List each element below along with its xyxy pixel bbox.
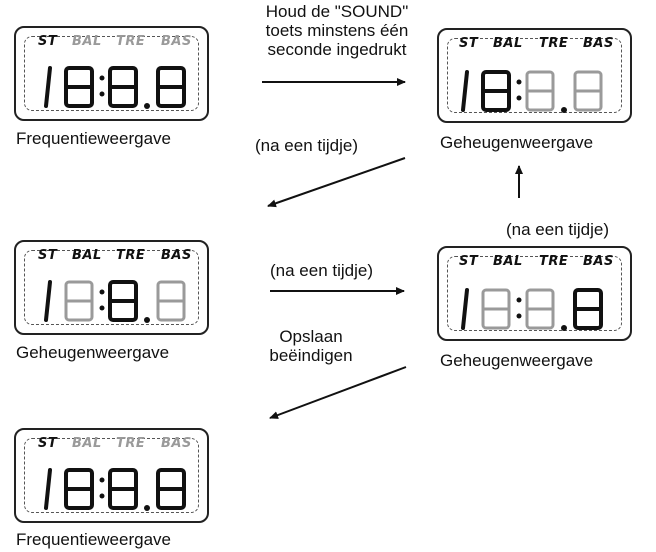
indicator-bas: BAS (161, 248, 192, 263)
caption-memory-display-top: Geheugenweergave (440, 133, 594, 152)
note-hold-sound-line3: seconde ingedrukt (267, 40, 407, 59)
caption-memory-display-left: Geheugenweergave (16, 343, 170, 362)
note-store-end-line1: Opslaan (279, 327, 343, 346)
lcd-inner-border (447, 38, 622, 113)
note-hold-sound-line1: Houd de "SOUND" (265, 2, 409, 21)
indicator-bas: BAS (583, 254, 614, 269)
lcd-inner-border (24, 250, 199, 325)
indicator-st: ST (459, 36, 479, 51)
arrow-store-end (269, 366, 407, 419)
note-after-while-right: (na een tijdje) (506, 220, 610, 239)
indicator-bas: BAS (161, 34, 192, 49)
lcd-display-memory-left: ST BAL TRE BAS (14, 240, 209, 335)
lcd-display-memory-top: ST BAL TRE BAS (437, 28, 632, 123)
arrow-memory-to-left (267, 157, 406, 208)
indicator-bas: BAS (583, 36, 614, 51)
indicator-bal: BAL (72, 248, 102, 263)
indicator-tre: TRE (539, 36, 569, 51)
indicator-bal: BAL (72, 436, 102, 451)
segment-digits (44, 280, 186, 323)
lcd-inner-border (24, 36, 199, 111)
caption-memory-display-right: Geheugenweergave (440, 351, 594, 370)
lcd-display-frequency-top: ST BAL TRE BAS (14, 26, 209, 121)
lcd-inner-border (24, 438, 199, 513)
note-after-while-middle: (na een tijdje) (270, 261, 374, 280)
segment-digits (44, 468, 186, 511)
segment-digits (44, 66, 186, 109)
indicator-tre: TRE (116, 436, 146, 451)
indicator-bal: BAL (493, 254, 523, 269)
caption-frequency-display-top: Frequentieweergave (16, 129, 171, 148)
indicator-tre: TRE (116, 248, 146, 263)
note-store-end-line2: beëindigen (269, 346, 353, 365)
note-after-while-top: (na een tijdje) (255, 136, 359, 155)
caption-frequency-display-bottom: Frequentieweergave (16, 530, 171, 549)
lcd-display-memory-right: ST BAL TRE BAS (437, 246, 632, 341)
indicator-bal: BAL (493, 36, 523, 51)
indicator-st: ST (38, 248, 58, 263)
indicator-st: ST (38, 34, 58, 49)
indicator-st: ST (38, 436, 58, 451)
indicator-st: ST (459, 254, 479, 269)
lcd-inner-border (447, 256, 622, 331)
indicator-bas: BAS (161, 436, 192, 451)
note-hold-sound-line2: toets minstens één (265, 21, 409, 40)
indicator-tre: TRE (539, 254, 569, 269)
segment-digits (461, 288, 603, 331)
indicator-bal: BAL (72, 34, 102, 49)
lcd-display-frequency-bottom: ST BAL TRE BAS (14, 428, 209, 523)
segment-digits (461, 70, 603, 113)
indicator-tre: TRE (116, 34, 146, 49)
